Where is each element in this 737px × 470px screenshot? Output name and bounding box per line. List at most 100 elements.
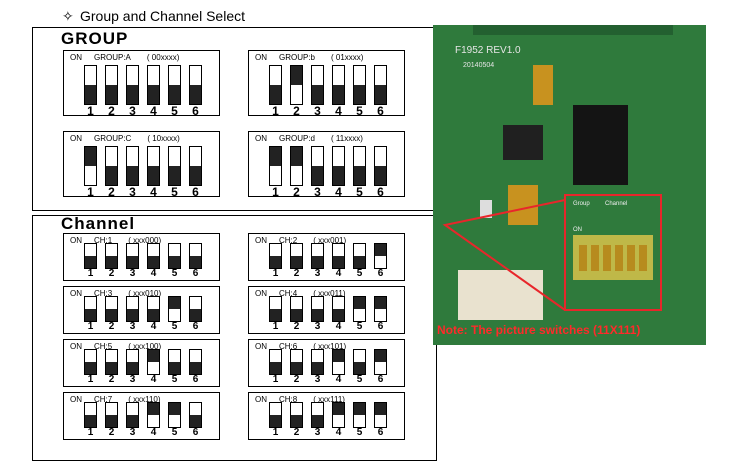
dip-switch-6 (189, 402, 202, 428)
dip-switch-knob (148, 85, 159, 104)
dip-switch-knob (270, 362, 281, 374)
dip-switch-knob (85, 309, 96, 321)
dip-switch-knob (169, 85, 180, 104)
dip-switch-5 (168, 402, 181, 428)
dip-switch-knob (333, 403, 344, 415)
switch-number: 6 (192, 427, 199, 438)
panel-name: CH:7 (94, 395, 113, 404)
panel-name: GROUP:b (279, 53, 316, 62)
connector (458, 270, 543, 320)
dip-switch-6 (189, 296, 202, 322)
switch-number: 1 (87, 321, 94, 332)
highlight-arrow (442, 199, 566, 311)
switch-number: 2 (108, 185, 115, 199)
dip-switch-knob (375, 166, 386, 185)
switch-number: 3 (314, 427, 321, 438)
switch-number: 3 (129, 268, 136, 279)
dip-switch-1 (269, 243, 282, 269)
dip-switch-2 (290, 402, 303, 428)
switch-number: 1 (272, 104, 279, 118)
switch-number: 3 (129, 374, 136, 385)
dip-switch-6 (374, 296, 387, 322)
dip-switch-knob (312, 256, 323, 268)
highlight-box (564, 194, 662, 311)
ic-chip (573, 105, 628, 185)
dip-switch-4 (147, 65, 160, 105)
dip-switch-knob (333, 309, 344, 321)
switch-number: 3 (314, 185, 321, 199)
dip-switch-knob (85, 256, 96, 268)
dip-switch-4 (332, 243, 345, 269)
dip-switch-knob (375, 297, 386, 309)
dip-switch-5 (353, 146, 366, 186)
switch-number: 5 (356, 268, 363, 279)
dip-switch-knob (375, 350, 386, 362)
switch-number: 6 (377, 268, 384, 279)
dip-switch-knob (127, 415, 138, 427)
on-label: ON (255, 289, 267, 298)
dip-switch-2 (290, 296, 303, 322)
dip-switch-knob (127, 362, 138, 374)
dip-switch-knob (190, 256, 201, 268)
on-label: ON (255, 395, 267, 404)
switch-number: 6 (377, 104, 384, 118)
switch-number: 6 (192, 185, 199, 199)
dip-switch-knob (148, 309, 159, 321)
capacitor (533, 65, 553, 105)
dip-switch-knob (169, 403, 180, 415)
dip-switch-knob (127, 309, 138, 321)
dip-switch-knob (354, 403, 365, 415)
dip-switch-knob (291, 256, 302, 268)
dip-switch-knob (270, 309, 281, 321)
switch-number: 1 (87, 268, 94, 279)
switch-number: 3 (314, 104, 321, 118)
dip-switch-knob (354, 297, 365, 309)
switch-number: 4 (335, 374, 342, 385)
capacitor-2 (508, 185, 538, 225)
dip-switch-2 (105, 243, 118, 269)
dip-switch-5 (353, 349, 366, 375)
dip-switch-knob (106, 362, 117, 374)
dip-switch-knob (333, 85, 344, 104)
inductor (503, 125, 543, 160)
dip-switch-4 (147, 296, 160, 322)
dip-switch-knob (375, 85, 386, 104)
switch-number: 6 (192, 104, 199, 118)
dip-switch-4 (332, 146, 345, 186)
switch-number: 4 (150, 321, 157, 332)
on-label: ON (255, 236, 267, 245)
dip-switch-4 (147, 349, 160, 375)
dip-switch-knob (106, 256, 117, 268)
dip-switch-knob (169, 297, 180, 309)
switch-number: 5 (356, 321, 363, 332)
on-label: ON (70, 134, 82, 143)
dip-switch-knob (270, 147, 281, 166)
panel-name: CH:5 (94, 342, 113, 351)
dip-switch-5 (168, 243, 181, 269)
dip-switch-knob (169, 166, 180, 185)
dip-switch-knob (106, 85, 117, 104)
dip-switch-3 (126, 65, 139, 105)
dip-switch-knob (190, 362, 201, 374)
switch-number: 5 (171, 374, 178, 385)
on-label: ON (70, 395, 82, 404)
dip-switch-knob (127, 166, 138, 185)
panel-code: ( 00xxxx) (146, 53, 180, 62)
dip-switch-5 (168, 146, 181, 186)
dip-switch-5 (353, 243, 366, 269)
dip-switch-knob (312, 166, 323, 185)
dip-switch-2 (290, 65, 303, 105)
dip-switch-knob (106, 415, 117, 427)
dip-switch-3 (126, 402, 139, 428)
switch-number: 1 (272, 185, 279, 199)
switch-number: 2 (108, 374, 115, 385)
dip-switch-knob (312, 362, 323, 374)
